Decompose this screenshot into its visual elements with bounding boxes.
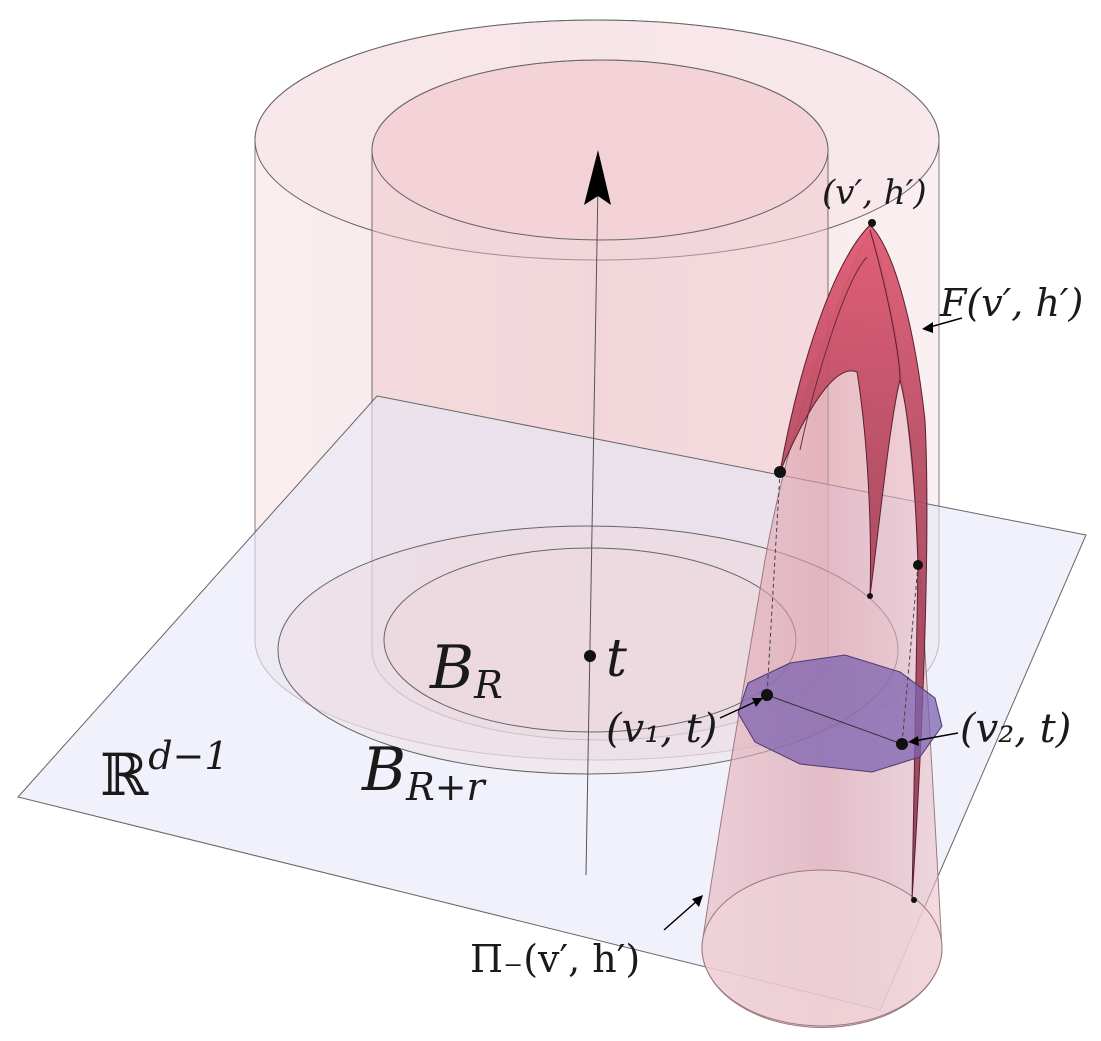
center-point (584, 650, 596, 662)
vertical-axis (585, 184, 599, 876)
dropline-v2 (901, 564, 919, 745)
projection-label-arrow (663, 899, 699, 931)
surface-point-left (774, 466, 786, 478)
point-v1-dot (761, 689, 773, 701)
surface-bottom-left (867, 593, 873, 599)
v2-label-arrow (913, 732, 959, 742)
surface-front-edge (869, 229, 901, 381)
v2-label-arrowhead (908, 736, 919, 746)
surface-inner-ridge (799, 256, 868, 451)
ball-inner-label: BR (429, 633, 503, 707)
v1-label-arrowhead (752, 698, 763, 707)
dropline-v1 (766, 471, 781, 696)
surface-label-arrowhead (922, 322, 933, 333)
point-v1-label: (v₁, t) (606, 706, 717, 752)
ball-outer-label: BR+r (361, 735, 488, 809)
projection-label-arrowhead (692, 895, 703, 907)
surface-label-arrow (929, 317, 963, 328)
point-v2-dot (896, 738, 908, 750)
center-label: t (606, 629, 627, 689)
surface-point-right (913, 560, 923, 570)
projection-polygon (737, 654, 943, 773)
v1-label-arrow (719, 700, 758, 719)
cone-base (701, 869, 943, 1027)
surface-sheet (779, 224, 928, 901)
polygon-chord (766, 694, 903, 745)
surface-label: F(v′, h′) (939, 281, 1083, 325)
top-point-label: (v′, h′) (822, 173, 927, 213)
axis-arrowhead (584, 150, 611, 205)
space-label: ℝd−1 (100, 734, 229, 809)
inner-cylinder-top (371, 59, 829, 241)
surface-bottom-right (911, 897, 917, 903)
projection-label: Π₋(v′, h′) (470, 937, 640, 981)
point-v2-label: (v₂, t) (960, 706, 1071, 752)
top-point-dot (868, 219, 876, 227)
